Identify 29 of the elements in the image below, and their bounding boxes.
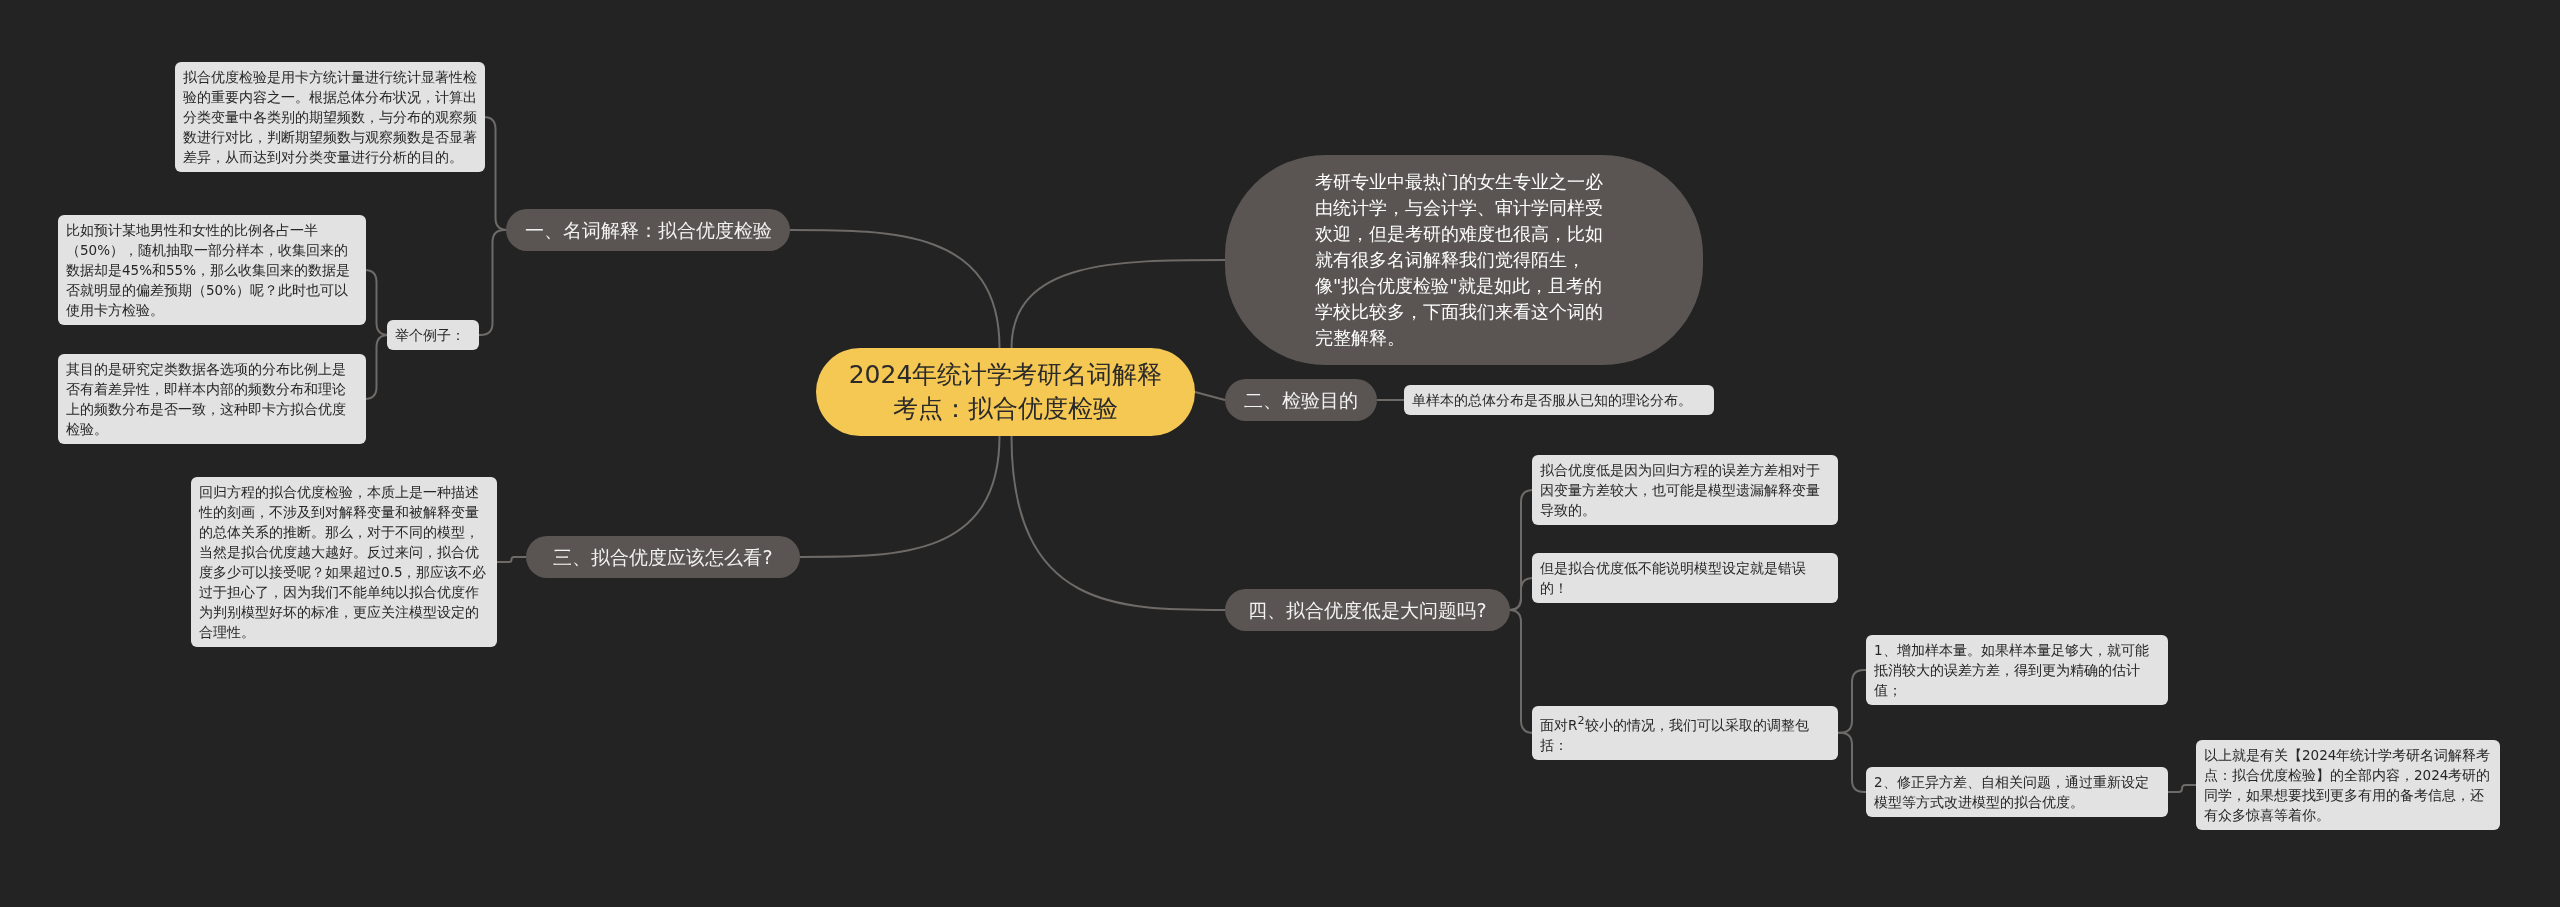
connector [1837, 731, 1867, 793]
note-box: 1、增加样本量。如果样本量足够大，就可能抵消较大的误差方差，得到更为精确的估计值； [1866, 635, 2168, 705]
connector [1010, 435, 1226, 611]
note-box: 以上就是有关【2024年统计学考研名词解释考点：拟合优度检验】的全部内容，2024考研的同学，如果想要找到更多有用的备考信息，还有众多惊喜等着你。 [2196, 740, 2500, 830]
note-box: 单样本的总体分布是否服从已知的理论分布。 [1404, 385, 1714, 415]
note-box: 但是拟合优度低不能说明模型设定就是错误的！ [1532, 553, 1838, 603]
connector [1508, 609, 1534, 734]
note-box: 比如预计某地男性和女性的比例各占一半（50%），随机抽取一部分样本，收集回来的数据却是45%和55%，那么收集回来的数据是否就明显的偏差预期（50%）呢？此时也可以使用卡方检验。 [58, 215, 366, 325]
note-box: 2、修正异方差、自相关问题，通过重新设定模型等方式改进模型的拟合优度。 [1866, 767, 2168, 817]
note-box: 举个例子： [387, 320, 479, 350]
note-box: 面对R$^{2}$较小的情况，我们可以采取的调整包括： [1532, 706, 1838, 760]
topic-box: 一、名词解释：拟合优度检验 [506, 209, 790, 251]
connector [2167, 784, 2197, 793]
topic-box: 四、拟合优度低是大问题吗? [1225, 589, 1510, 631]
intro-bubble: 考研专业中最热门的女生专业之一必由统计学，与会计学、审计学同样受欢迎，但是考研的难度也很高，比如就有很多名词解释我们觉得陌生，像"拟合优度检验"就是如此，且考的学校比较多，下面我们来看这个词的完整解释。 [1225, 155, 1703, 365]
note-box: 回归方程的拟合优度检验，本质上是一种描述性的刻画，不涉及到对解释变量和被解释变量的总体关系的推断。那么，对于不同的模型，当然是拟合优度越大越好。反过来问，拟合优度多少可以接受呢？如果超过0.5，那应该不必过于担心了，因为我们不能单纯以拟合优度作为判别模型好坏的标准，更应关注模型设定的合理性。 [191, 477, 497, 647]
connector [478, 229, 507, 336]
note-box: 拟合优度低是因为回归方程的误差方差相对于因变量方差较大，也可能是模型遗漏解释变量导致的。 [1532, 455, 1838, 525]
note-box: 其目的是研究定类数据各选项的分布比例上是否有着差异性，即样本内部的频数分布和理论上的频数分布是否一致，这种即卡方拟合优度检验。 [58, 354, 366, 444]
connector [789, 229, 1001, 349]
connector [799, 435, 1001, 558]
connector [1194, 391, 1226, 401]
note-box: 拟合优度检验是用卡方统计量进行统计显著性检验的重要内容之一。根据总体分布状况，计算出分类变量中各类别的期望频数，与分布的观察频数进行对比，判断期望频数与观察频数是否显著差异，从而达到对分类变量进行分析的目的。 [175, 62, 485, 172]
connector [1376, 399, 1405, 401]
central-topic: 2024年统计学考研名词解释考点：拟合优度检验 [816, 348, 1195, 436]
connector [1010, 259, 1226, 349]
topic-box: 二、检验目的 [1225, 379, 1377, 421]
connector [496, 556, 527, 563]
topic-box: 三、拟合优度应该怎么看? [526, 536, 800, 578]
